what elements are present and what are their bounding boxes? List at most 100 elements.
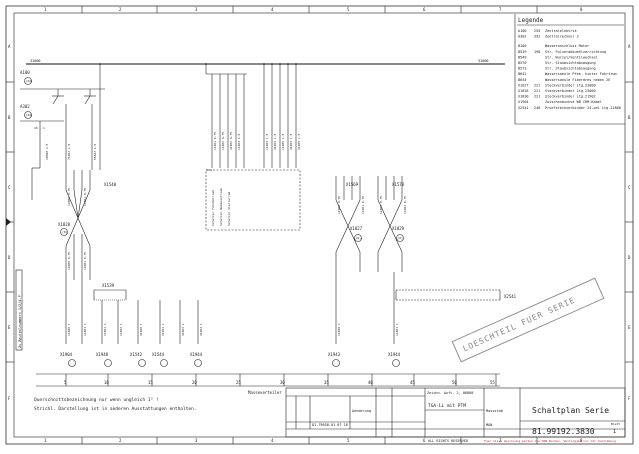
connector-x1828-label: X1828: [58, 222, 71, 227]
ruler-tick-5: 25: [236, 380, 241, 385]
zone-top-5: 5: [347, 7, 350, 12]
central-block-line-2: Schalter Nebenantrieb: [219, 188, 223, 226]
bus-label-right: 31000: [478, 59, 489, 63]
legend-code: B549: [518, 55, 526, 59]
title-company: MAN: [486, 423, 492, 427]
bottom-connector-5: X1944: [190, 352, 203, 357]
svg-text:11001 1: 11001 1: [103, 323, 107, 336]
vertical-wires: 19090 2.5 71002 1.5 55002 1.5: [31, 64, 101, 200]
component-a100: A100 (22): [20, 70, 105, 105]
title-change-label: Aenderung: [352, 409, 371, 413]
svg-text:10 - 1: 10 - 1: [34, 126, 45, 130]
bottom-connector-3: X1542: [130, 352, 143, 357]
legend-heading: Legende: [518, 17, 544, 24]
title-scale-label: Massstab: [486, 409, 503, 413]
row-letter-e-right: E: [628, 325, 631, 330]
zone-bottom-3: 3: [195, 438, 198, 443]
connector-x2541: X2541: [395, 289, 517, 301]
legend-code: X1830: [518, 95, 529, 99]
bottom-connector-row: X1904 X1948 X1542 X1544 X1944 X1943 X194…: [60, 352, 401, 367]
legend-code: A100: [518, 29, 526, 33]
connector-x1827-label: X1827: [350, 226, 363, 231]
title-doc-number-small: 81.79658.01 07 10: [312, 423, 348, 427]
watermark-stamp: LOESCHTEIL FUER SERIE: [451, 277, 605, 363]
row-letter-b: B: [8, 115, 11, 120]
title-block: 81.79658.01 07 10 Aenderung Zeichn. Auft…: [285, 387, 626, 443]
bottom-connector-6: X1943: [328, 352, 341, 357]
title-desc-line-1: Zeichn. Auft. 2, 06860: [427, 391, 473, 395]
zone-top-4: 4: [271, 7, 274, 12]
left-edge-marker: [6, 218, 11, 226]
legend-text: Wassersaeule Fiberdres neben 2E: [545, 78, 610, 82]
left-note-box: [15, 269, 23, 351]
ruler-tick-7: 35: [324, 380, 329, 385]
wire-label-3: 55002 1.5: [93, 144, 97, 160]
zone-top-1: 1: [44, 7, 47, 12]
svg-text:11000 1: 11000 1: [67, 323, 71, 336]
ruler-tick-2: 10: [104, 380, 109, 385]
ruler-tick-4: 20: [192, 380, 197, 385]
svg-text:31000 1: 31000 1: [139, 323, 143, 336]
legend-text: Zentralelektrik: [545, 29, 578, 33]
row-letter-f: F: [8, 396, 11, 401]
legend-code: X1827: [518, 83, 529, 87]
bottom-connector-7: X1944: [388, 352, 401, 357]
legend-loc: 255: [534, 29, 540, 33]
svg-text:31002 1: 31002 1: [181, 323, 185, 336]
ruler-tick-8: 40: [368, 380, 373, 385]
row-letter-c: C: [8, 185, 11, 190]
zone-bottom-7: 7: [499, 438, 502, 443]
a100-ref-circle: [24, 77, 32, 85]
bottom-connector-2: X1948: [96, 352, 109, 357]
cluster-x1828: X1540 X1828 (0) 12000 0.75 12001 0.75 12…: [58, 170, 117, 280]
svg-text:11001 1: 11001 1: [395, 323, 399, 336]
wire-label-10: 11005 1.5: [281, 134, 285, 150]
row-letter-d: D: [8, 255, 11, 260]
zone-top-2: 2: [119, 7, 122, 12]
legend-code: B642: [518, 72, 526, 76]
zone-numbers-bottom: 1 2 3 4 5 6 7 8: [44, 438, 583, 443]
component-a302: A302 (22) 10 - 1: [20, 104, 64, 133]
row-letter-a: A: [8, 44, 11, 49]
row-letter-e: E: [8, 325, 11, 330]
bottom-connector-4: X1544: [152, 352, 165, 357]
legend-text: Str. Staubsichtabsaugung: [545, 67, 596, 71]
svg-text:12000 0.75: 12000 0.75: [67, 252, 71, 270]
wire-label-5: 11002 0.75: [221, 132, 225, 150]
lower-right-wires: 11000 1 11001 1: [335, 272, 399, 344]
zone-bottom-8: 8: [580, 438, 583, 443]
wire-label-2: 71002 1.5: [67, 144, 71, 160]
svg-text:12001 0.75: 12001 0.75: [83, 252, 87, 270]
row-letter-f-right: F: [628, 396, 631, 401]
legend-code: B644: [518, 78, 526, 82]
legend-code: B573: [518, 67, 526, 71]
wire-label-6: 31002 0.75: [229, 132, 233, 150]
legend-loc: 198: [534, 50, 540, 54]
connector-x1570-label: X1570: [392, 182, 405, 187]
wire-label-4: 11001 0.75: [213, 132, 217, 150]
ruler-tick-10: 50: [452, 380, 457, 385]
legend-code: B100: [518, 44, 526, 48]
ruler-tick-6: 30: [280, 380, 285, 385]
svg-text:11001 1: 11001 1: [83, 323, 87, 336]
connector-x1827-ref: (0): [356, 236, 362, 240]
row-letter-d-right: D: [628, 255, 631, 260]
note-line-2: Strichl. Darstellung ist in anderen Auss…: [34, 406, 197, 412]
mass-ruler: 5 10 15 20 25 30 35 40 45 50 55 Massever…: [36, 373, 500, 395]
cluster-x1827: X1569 X1827 (0) 11000 0.75 11001 0.75: [335, 176, 365, 272]
legend-loc: 221: [534, 83, 540, 87]
zone-top-3: 3: [195, 7, 198, 12]
a302-ref-circle: [24, 111, 32, 119]
legend-loc: 392: [534, 35, 540, 39]
legend-text: Zwischenbuchse WB CRM-Kabel: [545, 100, 602, 104]
svg-text:11002 1: 11002 1: [119, 323, 123, 336]
legend-text: Steckverbinder Ltg.21902: [545, 95, 596, 99]
legend-row: A100 255 Zentralelektrik: [518, 29, 578, 33]
legend-text: Steckverbinder Ltg.23000: [545, 89, 596, 93]
